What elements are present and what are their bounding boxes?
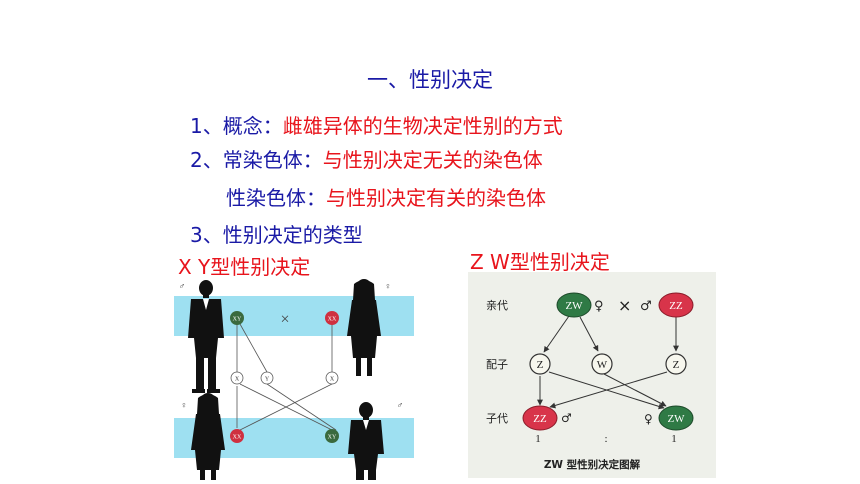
- autosome-label: 2、常染色体：: [190, 148, 323, 172]
- concept-label: 1、概念：: [190, 114, 283, 138]
- zw-female-symbol-offspring: ♀: [644, 412, 653, 426]
- zw-ratio: 1 : 1: [535, 433, 677, 445]
- zw-parent-female-circle: [556, 292, 592, 318]
- zw-chrom-labels: ZW ZZ Z W Z ZZ ZW: [533, 300, 685, 425]
- parent-female-chrom: XX: [328, 317, 337, 323]
- zw-diagram-svg: 亲代 配子 子代 ZW ZZ Z W Z ZZ ZW ♀ × ♂ ♂ ♀ 1: [486, 292, 694, 471]
- child-male-chrom-circle: [325, 429, 339, 443]
- zw-offspring-male: ZZ: [533, 413, 547, 425]
- sex-chromosome-value: 与性别决定有关的染色体: [326, 186, 546, 210]
- xy-labels: XY XX X Y X XX XY × ♂ ♀ ♀ ♂: [179, 281, 404, 441]
- xy-lines: [236, 323, 337, 431]
- sex-chromosome-line: 性染色体：与性别决定有关的染色体: [226, 182, 546, 211]
- zw-ratio-left: 1: [535, 433, 541, 445]
- zw-gamete-2-circle: [591, 353, 613, 375]
- slide-title: 一、性别决定: [367, 68, 493, 92]
- autosome-line: 2、常染色体：与性别决定无关的染色体: [190, 144, 543, 173]
- zw-caption: ZW 型性别决定图解: [544, 458, 641, 471]
- parent-male-figure: [188, 280, 224, 393]
- zw-offspring-female-circle: [658, 405, 694, 431]
- zw-ratio-sep: :: [604, 433, 607, 445]
- zw-gamete-3: Z: [673, 359, 680, 371]
- zw-ratio-right: 1: [671, 433, 677, 445]
- zw-male-symbol-offspring: ♂: [561, 411, 572, 425]
- zw-gamete-1-circle: [529, 353, 551, 375]
- zw-symbols: ♀ × ♂ ♂ ♀: [561, 296, 653, 426]
- child-female-chrom-circle: [230, 429, 244, 443]
- child-female-figure: [191, 393, 225, 480]
- zw-row-labels: 亲代 配子 子代: [486, 298, 508, 425]
- child-male-chrom: XY: [328, 435, 337, 441]
- parent-male-shirt: [203, 299, 209, 310]
- zw-offspring-male-circle: [522, 405, 558, 431]
- child-female-symbol: ♀: [181, 400, 188, 410]
- zw-gamete-1: Z: [537, 359, 544, 371]
- zw-female-symbol-parent: ♀: [594, 299, 604, 314]
- zw-male-symbol-parent: ♂: [640, 299, 652, 314]
- gamete-1-label: X: [235, 377, 240, 383]
- zw-row-offspring: 子代: [486, 412, 508, 425]
- types-heading: 3、性别决定的类型: [190, 223, 363, 247]
- concept-value: 雌雄异体的生物决定性别的方式: [282, 114, 563, 138]
- gamete-2-label: Y: [265, 377, 270, 383]
- zw-gamete-3-circle: [665, 353, 687, 375]
- gamete-3-circle: [325, 371, 339, 385]
- zw-diagram: 亲代 配子 子代 ZW ZZ Z W Z ZZ ZW ♀ × ♂ ♂ ♀ 1: [468, 272, 716, 478]
- concept-line: 1、概念：雌雄异体的生物决定性别的方式: [190, 110, 563, 139]
- zw-parent-male: ZZ: [669, 300, 683, 312]
- gamete-3-label: X: [330, 377, 335, 383]
- zw-row-gametes: 配子: [486, 358, 508, 371]
- xy-cross-symbol: ×: [280, 311, 289, 328]
- zw-parent-male-circle: [658, 292, 694, 318]
- xy-heading: X Y型性别决定: [178, 255, 311, 279]
- parent-female-chrom-circle: [325, 311, 339, 325]
- zw-gamete-2: W: [597, 359, 608, 371]
- autosome-value: 与性别决定无关的染色体: [322, 148, 543, 172]
- zw-offspring-female: ZW: [667, 413, 685, 425]
- zw-heading: Z W型性别决定: [470, 250, 610, 274]
- zw-row-parents: 亲代: [486, 298, 508, 312]
- xy-diagram-svg: XY XX X Y X XX XY × ♂ ♀ ♀ ♂: [179, 279, 404, 480]
- parent-female-figure: [347, 279, 381, 376]
- child-male-figure: [348, 402, 384, 480]
- gamete-2-circle: [260, 371, 274, 385]
- gamete-1-circle: [230, 371, 244, 385]
- zw-parent-female: ZW: [565, 300, 583, 312]
- child-male-symbol: ♂: [397, 400, 404, 410]
- child-male-shirt: [363, 420, 369, 430]
- parent-male-symbol: ♂: [179, 281, 186, 291]
- parent-male-chrom-circle: [230, 311, 244, 325]
- sex-chromosome-label: 性染色体：: [226, 186, 326, 210]
- zw-cross-symbol: ×: [618, 296, 631, 315]
- zw-arrows: [537, 315, 679, 410]
- parent-female-symbol: ♀: [385, 281, 392, 291]
- xy-diagram: XY XX X Y X XX XY × ♂ ♀ ♀ ♂: [174, 278, 414, 480]
- child-female-chrom: XX: [233, 435, 242, 441]
- parent-male-chrom: XY: [233, 317, 242, 323]
